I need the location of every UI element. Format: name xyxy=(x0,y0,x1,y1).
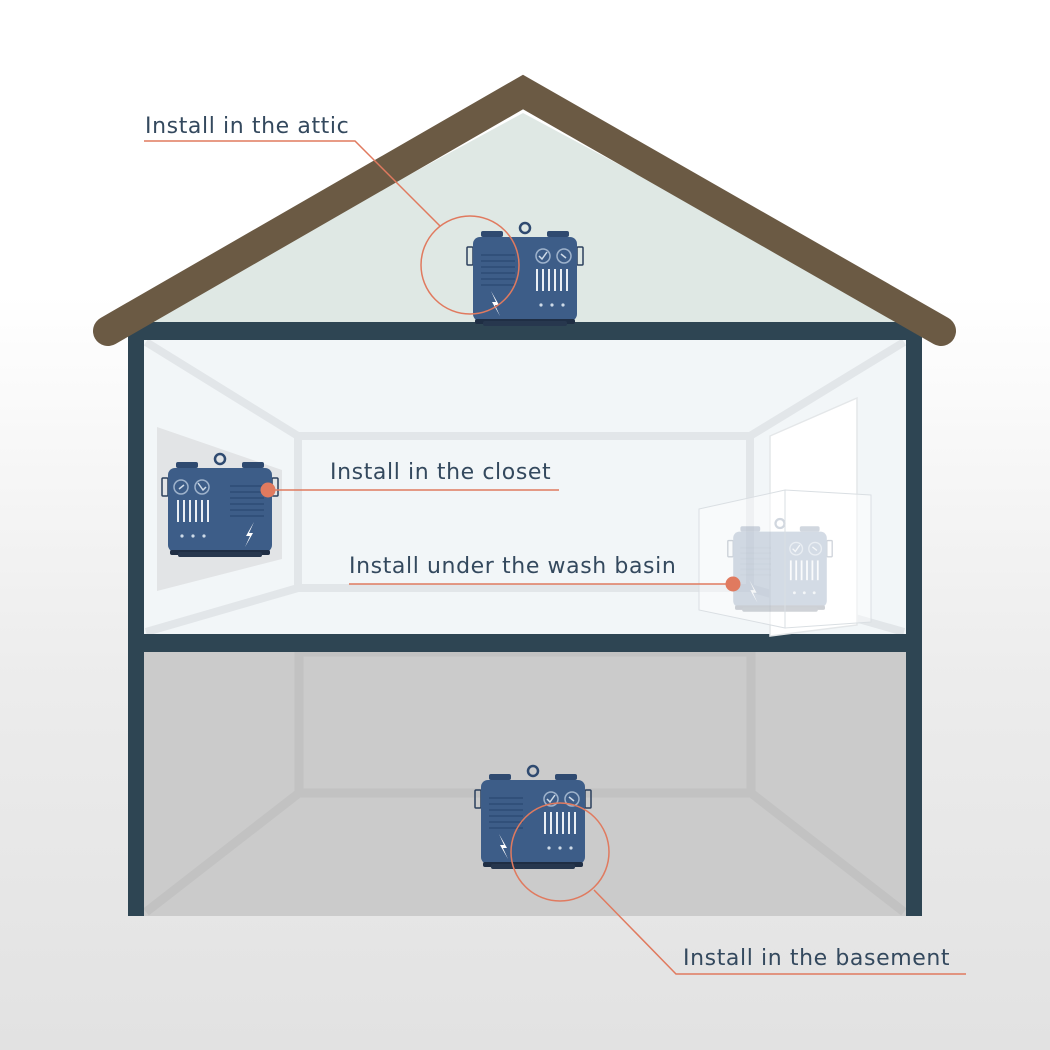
house-frame xyxy=(128,322,922,916)
closet-device-unit-icon xyxy=(160,452,280,559)
wash-basin-cabinet xyxy=(698,396,872,637)
basement-leader-line xyxy=(593,889,966,975)
closet-callout-dot xyxy=(260,482,276,498)
basement-device-unit-icon xyxy=(473,764,593,871)
roof xyxy=(93,74,956,346)
basement-callout-ring xyxy=(510,802,610,902)
closet-callout: Install in the closet xyxy=(260,460,559,498)
attic-leader-line xyxy=(144,140,441,227)
basin-callout: Install under the wash basin xyxy=(349,554,741,592)
attic-callout: Install in the attic xyxy=(144,114,520,315)
attic-device-unit-icon xyxy=(465,221,585,328)
attic-space xyxy=(133,113,918,325)
attic-label: Install in the attic xyxy=(145,114,349,139)
basement-callout: Install in the basement xyxy=(510,802,966,975)
attic-callout-ring xyxy=(420,215,520,315)
basin-callout-dot xyxy=(725,576,741,592)
basin-label: Install under the wash basin xyxy=(349,554,676,579)
closet-label: Install in the closet xyxy=(330,460,551,485)
basement-label: Install in the basement xyxy=(683,946,950,971)
